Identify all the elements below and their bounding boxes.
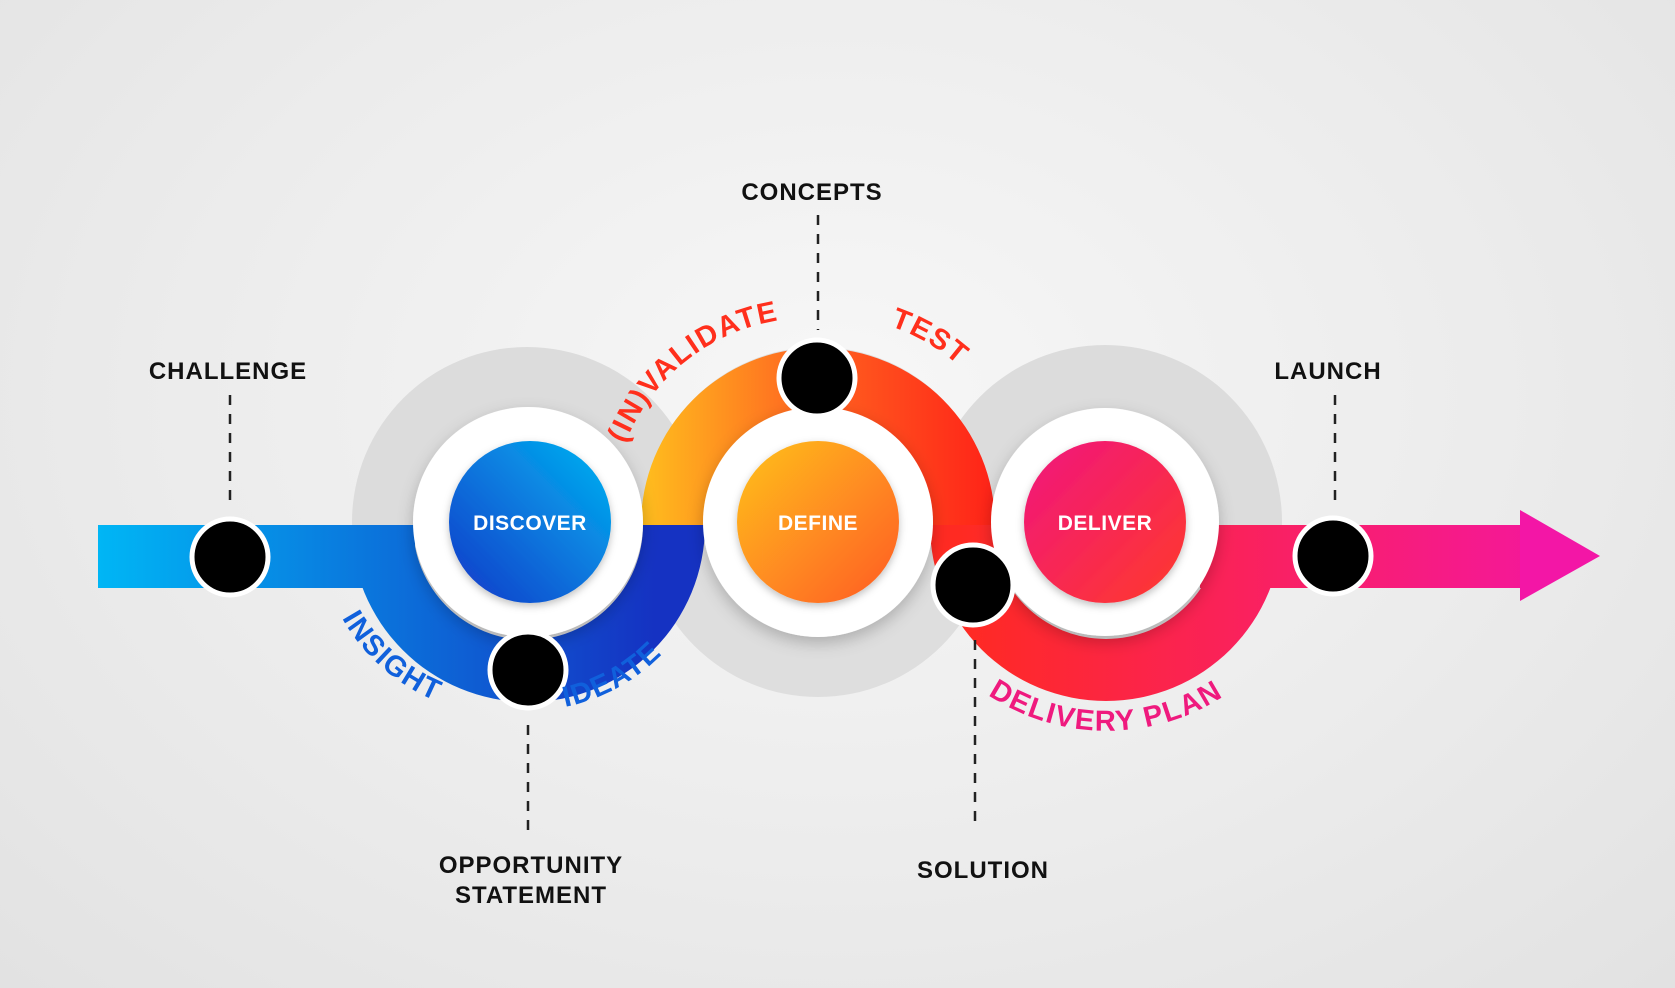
milestone-label-challenge: CHALLENGE [149, 358, 307, 385]
milestone-dot-launch [1292, 515, 1374, 597]
milestone-label-opportunity: OPPORTUNITY [439, 852, 623, 879]
milestone-label-concepts: CONCEPTS [741, 179, 882, 206]
stage-deliver-disc [1024, 441, 1186, 603]
stage-discover: DISCOVER [413, 407, 643, 637]
stage-define: DEFINE [703, 407, 933, 637]
stage-define-label: DEFINE [778, 512, 858, 535]
milestone-dot-solution [930, 542, 1016, 628]
milestone-label-opportunity-line2: STATEMENT [455, 882, 607, 909]
milestone-labels: CHALLENGE OPPORTUNITY STATEMENT CONCEPTS… [149, 179, 1381, 909]
stage-deliver: DELIVER [991, 408, 1219, 636]
milestone-label-solution: SOLUTION [917, 857, 1049, 884]
stage-deliver-label: DELIVER [1058, 512, 1153, 535]
milestone-dot-opportunity [487, 629, 569, 711]
milestone-dot-concepts [776, 337, 858, 419]
milestone-label-launch: LAUNCH [1274, 358, 1381, 385]
arc-label-test: TEST [888, 302, 975, 371]
arrow-head [1520, 510, 1600, 601]
band-define [641, 348, 995, 525]
milestone-dots [189, 337, 1374, 711]
stage-discover-label: DISCOVER [473, 512, 587, 535]
stage-define-disc [737, 441, 899, 603]
band-deliver [930, 525, 1282, 701]
stage-discover-disc [449, 441, 611, 603]
connectors [228, 215, 1337, 838]
milestone-dot-challenge [189, 516, 271, 598]
